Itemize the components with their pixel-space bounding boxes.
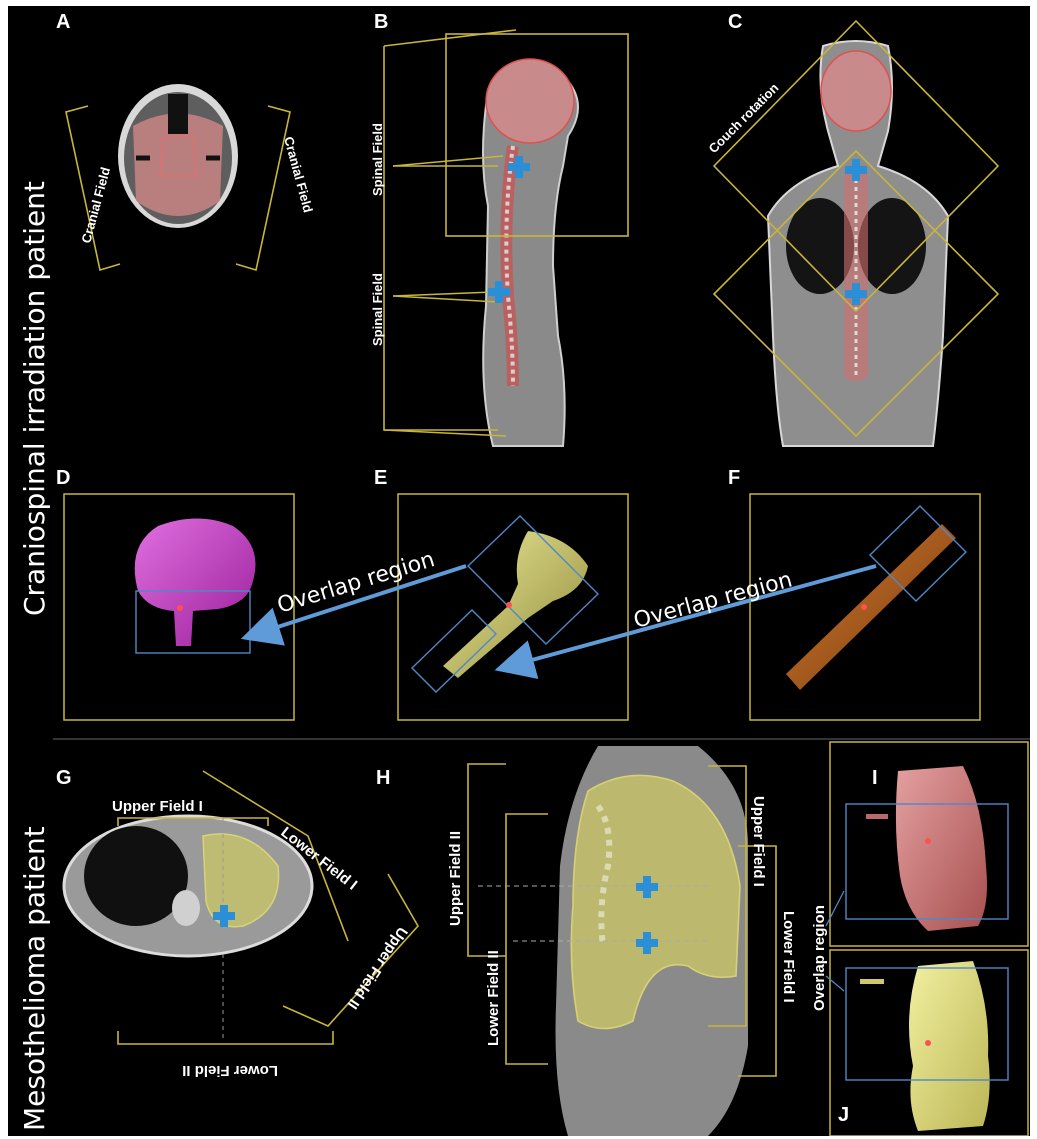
panel-label-f: F bbox=[728, 467, 740, 489]
sagittal-ct-body bbox=[483, 59, 578, 446]
isocenter-dot-f bbox=[861, 604, 867, 610]
lung-3d-model-j bbox=[860, 961, 990, 1131]
spinal-field-upper-label: Spinal Field bbox=[370, 123, 385, 196]
panel-label-b: B bbox=[374, 11, 388, 33]
lower-field-1-label-h: Lower Field I bbox=[780, 911, 797, 1003]
panel-label-e: E bbox=[374, 467, 387, 489]
side-label-mesothelioma: Mesothelioma patient bbox=[18, 826, 51, 1131]
panel-label-g: G bbox=[56, 767, 72, 789]
panel-label-c: C bbox=[728, 11, 742, 33]
panel-label-d: D bbox=[56, 467, 70, 489]
lower-field-2-label-h: Lower Field II bbox=[485, 950, 502, 1046]
lung-3d-model-i bbox=[866, 766, 987, 931]
overlap-label-ij: Overlap region bbox=[811, 905, 828, 1011]
overlap-label-e: Overlap region bbox=[631, 567, 795, 633]
figure-canvas: Craniospinal irradiation patient Mesothe… bbox=[8, 6, 1030, 1136]
panel-label-j: J bbox=[838, 1104, 849, 1126]
isocenter-dot-e bbox=[506, 602, 512, 608]
axial-head-ct bbox=[118, 84, 238, 228]
upper-field-1-label-h: Upper Field I bbox=[750, 796, 767, 887]
panel-label-h: H bbox=[376, 767, 390, 789]
side-label-craniospinal: Craniospinal irradiation patient bbox=[18, 181, 51, 616]
spinal-field-lower-label: Spinal Field bbox=[370, 273, 385, 346]
brain-3d-model bbox=[135, 519, 256, 647]
axial-chest-ct bbox=[64, 816, 312, 956]
cranial-field-right-label: Cranial Field bbox=[281, 135, 316, 214]
upper-field-2-label-g: Upper Field II bbox=[344, 924, 411, 1012]
cervical-spine-3d-model bbox=[443, 531, 588, 678]
overlap-pointer-lines bbox=[826, 891, 844, 991]
lower-field-2-label-g: Lower Field II bbox=[182, 1062, 278, 1079]
lumbar-spine-3d-model bbox=[786, 524, 956, 690]
upper-field-1-label-g: Upper Field I bbox=[112, 798, 203, 815]
cranial-field-left-label: Cranial Field bbox=[78, 165, 113, 244]
panel-label-a: A bbox=[56, 11, 70, 33]
figure-svg: Craniospinal irradiation patient Mesothe… bbox=[8, 6, 1030, 1136]
overlap-boxes-e bbox=[412, 516, 598, 692]
upper-field-2-label-h: Upper Field II bbox=[447, 831, 464, 926]
isocenter-dot-d bbox=[177, 605, 183, 611]
isocenter-dot-i bbox=[925, 838, 931, 844]
couch-rotation-label: Couch rotation bbox=[706, 80, 782, 156]
panel-label-i: I bbox=[872, 767, 878, 789]
isocenter-dot-j bbox=[925, 1040, 931, 1046]
